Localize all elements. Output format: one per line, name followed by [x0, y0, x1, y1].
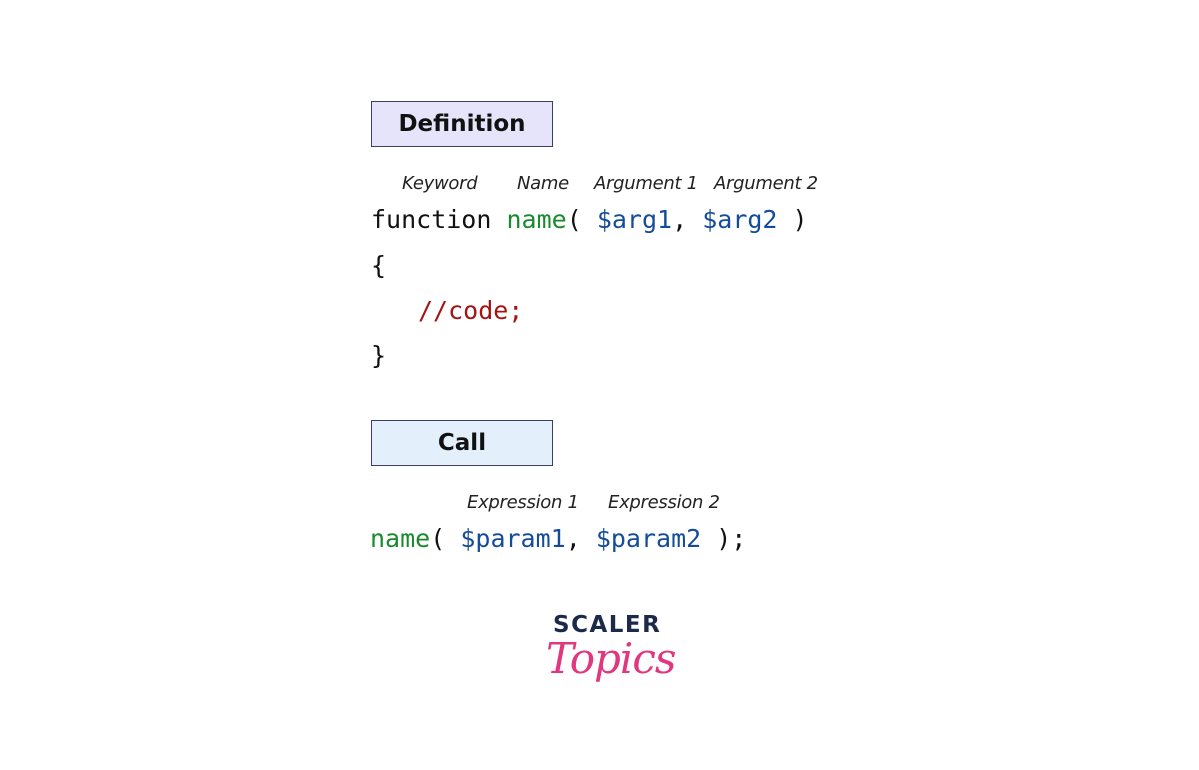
param-2: $param2 [595, 524, 702, 553]
expression-2-annotation: Expression 2 [608, 492, 720, 513]
call-line: name( $param1, $param2 ); [370, 526, 746, 551]
definition-signature-line: function name( $arg1, $arg2 ) [371, 207, 808, 232]
call-comma: , [565, 524, 581, 553]
expression-1-annotation: Expression 1 [467, 492, 579, 513]
close-brace: } [371, 341, 387, 370]
code-comment: //code; [418, 296, 524, 325]
argument-2: $arg2 [702, 205, 778, 234]
keyword-annotation: Keyword [402, 173, 478, 194]
call-close: ); [716, 524, 747, 553]
logo-topics-text: Topics [546, 634, 676, 683]
definition-label-box: Definition [371, 101, 553, 147]
name-annotation: Name [517, 173, 569, 194]
comma: , [672, 205, 688, 234]
param-1: $param1 [460, 524, 566, 553]
argument-1: $arg1 [596, 205, 673, 234]
function-keyword: function [371, 205, 492, 234]
close-paren: ) [792, 205, 808, 234]
function-name: name [506, 205, 567, 234]
call-label: Call [437, 430, 487, 456]
open-paren: ( [566, 205, 582, 234]
definition-label: Definition [398, 111, 526, 137]
call-open-paren: ( [430, 524, 446, 553]
call-label-box: Call [371, 420, 553, 466]
scaler-topics-logo: SCALER Topics [540, 612, 676, 702]
argument-2-annotation: Argument 2 [714, 173, 818, 194]
logo-scaler-text: SCALER [553, 612, 662, 638]
call-function-name: name [370, 524, 431, 553]
open-brace: { [371, 251, 387, 280]
argument-1-annotation: Argument 1 [594, 173, 698, 194]
